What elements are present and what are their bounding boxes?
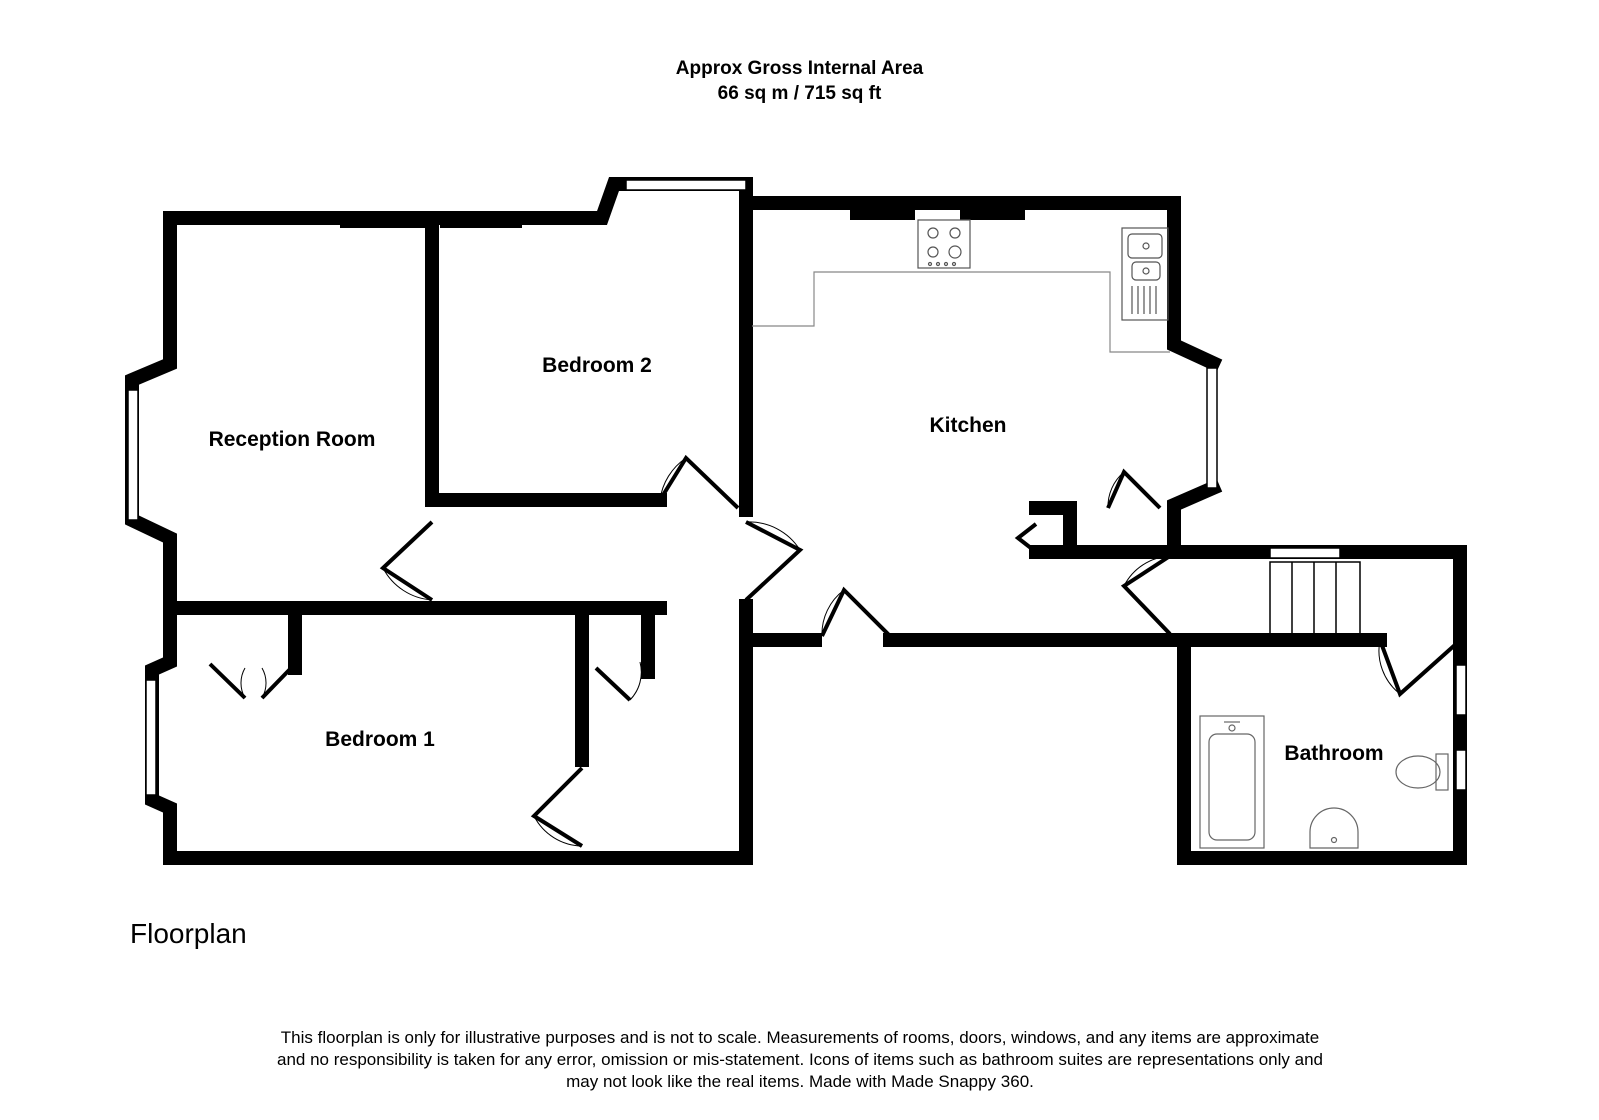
room-label-bedroom-2: Bedroom 2 (542, 354, 652, 377)
window-bathroom-2 (1455, 749, 1467, 791)
hob-icon (917, 219, 971, 269)
room-label-reception: Reception Room (209, 428, 376, 451)
door-store (1106, 468, 1162, 510)
door-reception (379, 520, 434, 602)
wall-thick (340, 200, 1025, 228)
door-hall-closet (594, 666, 632, 702)
window-bathroom-1 (1455, 664, 1467, 716)
room-label-bedroom-1: Bedroom 1 (325, 728, 435, 751)
wall-kitchen-right (1167, 478, 1223, 559)
area-value: 66 sq m / 715 sq ft (717, 83, 882, 104)
door-landing (1120, 554, 1172, 636)
room-label-kitchen: Kitchen (929, 414, 1006, 437)
window-bedroom1 (145, 679, 157, 796)
disclaimer: This floorplan is only for illustrative … (200, 1027, 1400, 1093)
walls (125, 177, 1467, 865)
bathtub-icon (1199, 715, 1265, 849)
doors (208, 454, 1458, 848)
disclaimer-line-1: This floorplan is only for illustrative … (280, 1028, 1320, 1047)
disclaimer-line-3: may not look like the real items. Made w… (566, 1072, 1034, 1091)
wall-reception-top (125, 177, 753, 615)
kitchen-sink-icon (1121, 227, 1169, 321)
floor-label: Floorplan (130, 918, 247, 949)
kitchen-counter (752, 271, 1170, 353)
window-kitchen (1206, 367, 1218, 489)
area-header: Approx Gross Internal Area 66 sq m / 715… (0, 56, 1599, 106)
door-bedroom2 (658, 454, 740, 510)
windows (127, 179, 1467, 796)
door-kitchen (744, 520, 804, 602)
area-title: Approx Gross Internal Area (675, 58, 924, 79)
disclaimer-line-2: and no responsibility is taken for any e… (277, 1050, 1323, 1069)
window-reception (127, 389, 139, 521)
stairs (1269, 561, 1361, 637)
door-cupboard (1014, 522, 1038, 554)
door-wardrobe (208, 662, 297, 700)
door-kitchen-lower (820, 586, 892, 638)
door-bedroom1 (530, 766, 584, 848)
window-bedroom2 (625, 179, 747, 191)
wall-stairs-top (1029, 545, 1467, 865)
wall-kitchen-top (739, 196, 1223, 373)
bathroom-sink-icon (1309, 807, 1359, 849)
toilet-icon (1395, 753, 1449, 791)
floorplan-diagram: Reception Room Bedroom 2 Kitchen Bedroom… (125, 177, 1467, 865)
room-label-bathroom: Bathroom (1284, 742, 1383, 765)
window-stairs (1269, 547, 1341, 559)
